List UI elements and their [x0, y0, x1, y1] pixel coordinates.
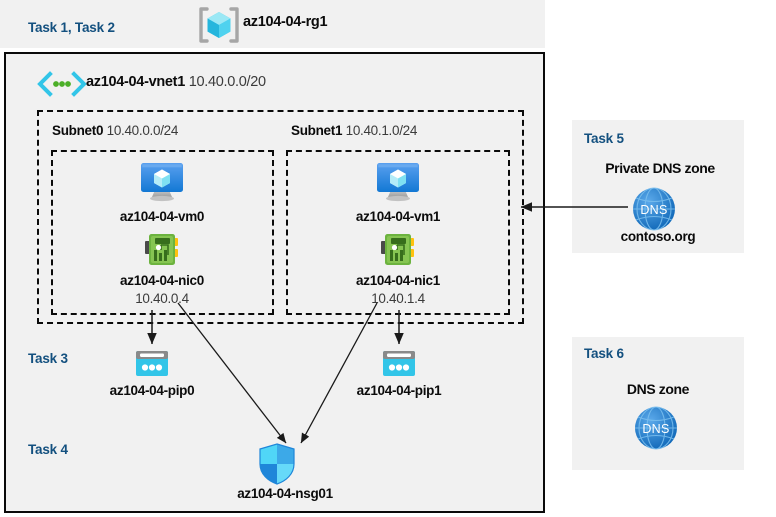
vnet-address-space: 10.40.0.0/20 [188, 74, 266, 90]
virtual-network-icon [36, 70, 88, 98]
network-interface-icon [377, 230, 419, 270]
subnet0-prefix: 10.40.0.0/24 [106, 123, 179, 138]
dns-icon-text: DNS [642, 422, 669, 436]
private-dns-panel [572, 120, 744, 253]
task-label-5: Task 5 [584, 131, 624, 146]
nic0-name: az104-04-nic0 [120, 273, 204, 288]
nic0-private-ip: 10.40.0.4 [135, 291, 189, 306]
subnet0-name: Subnet0 [52, 123, 104, 138]
pip0-name: az104-04-pip0 [109, 383, 195, 398]
task-label-3: Task 3 [28, 351, 68, 366]
subnet1-title: Subnet1 10.40.1.0/24 [291, 123, 417, 138]
dns-zone-icon: DNS [632, 404, 680, 452]
public-dns-heading: DNS zone [626, 381, 690, 397]
task-label-4: Task 4 [28, 442, 68, 457]
vnet-name: az104-04-vnet1 [86, 74, 185, 90]
network-interface-icon [141, 230, 183, 270]
nic1-private-ip: 10.40.1.4 [371, 291, 425, 306]
network-security-group-icon [258, 443, 296, 485]
task-label-6: Task 6 [584, 346, 624, 361]
subnet1-name: Subnet1 [291, 123, 343, 138]
virtual-machine-icon [373, 160, 423, 204]
virtual-machine-icon [137, 160, 187, 204]
resource-group-header-panel [0, 0, 545, 48]
nsg-name: az104-04-nsg01 [237, 486, 333, 501]
task-label-1-2: Task 1, Task 2 [28, 20, 115, 35]
resource-group-icon [196, 6, 242, 44]
subnet1-inner-box [286, 150, 510, 315]
public-ip-address-icon [134, 349, 170, 379]
private-dns-heading: Private DNS zone [605, 160, 715, 176]
subnet0-title: Subnet0 10.40.0.0/24 [52, 123, 178, 138]
vnet-title: az104-04-vnet1 10.40.0.0/20 [86, 74, 266, 90]
pip1-name: az104-04-pip1 [356, 383, 442, 398]
dns-zone-icon: DNS [630, 185, 678, 233]
private-dns-zone-name: contoso.org [620, 229, 696, 244]
vm0-name: az104-04-vm0 [119, 209, 205, 224]
public-ip-address-icon [381, 349, 417, 379]
subnet0-inner-box [51, 150, 274, 315]
vm1-name: az104-04-vm1 [355, 209, 441, 224]
public-ip-panel [18, 343, 531, 418]
subnet1-prefix: 10.40.1.0/24 [345, 123, 418, 138]
resource-group-name: az104-04-rg1 [243, 14, 328, 30]
dns-icon-text: DNS [640, 203, 667, 217]
nic1-name: az104-04-nic1 [356, 273, 440, 288]
